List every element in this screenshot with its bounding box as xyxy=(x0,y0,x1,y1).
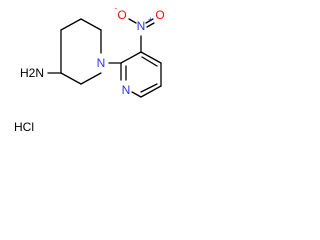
nitro-oxygen-single-label: O xyxy=(117,8,126,22)
nitro-nitrogen-charge: + xyxy=(148,15,153,24)
salt-label: HCl xyxy=(14,120,34,134)
chemical-structure: H2N N N N + O - O HCl xyxy=(14,4,165,134)
pyridine-nitrogen-label: N xyxy=(122,83,131,97)
bond xyxy=(80,72,102,85)
bond xyxy=(60,18,82,31)
bond xyxy=(120,51,142,64)
bond xyxy=(140,51,162,64)
bond xyxy=(141,56,158,67)
bond xyxy=(145,18,154,24)
nitro-oxygen-double-label: O xyxy=(155,8,164,22)
nitro-oxygen-single-charge: - xyxy=(114,4,117,13)
bond xyxy=(60,72,82,85)
nitro-nitrogen-label: N xyxy=(137,19,146,33)
amine-label: H2N xyxy=(20,66,44,80)
bond xyxy=(146,22,155,28)
bond xyxy=(80,18,102,31)
bond xyxy=(140,85,162,98)
pyridine-ring xyxy=(120,35,162,98)
piperidine-nitrogen-label: N xyxy=(97,56,106,70)
bond xyxy=(128,18,137,24)
piperidine-ring xyxy=(47,18,102,85)
bond xyxy=(140,83,158,93)
bond xyxy=(131,91,142,98)
nitro-group-bonds xyxy=(128,18,155,28)
